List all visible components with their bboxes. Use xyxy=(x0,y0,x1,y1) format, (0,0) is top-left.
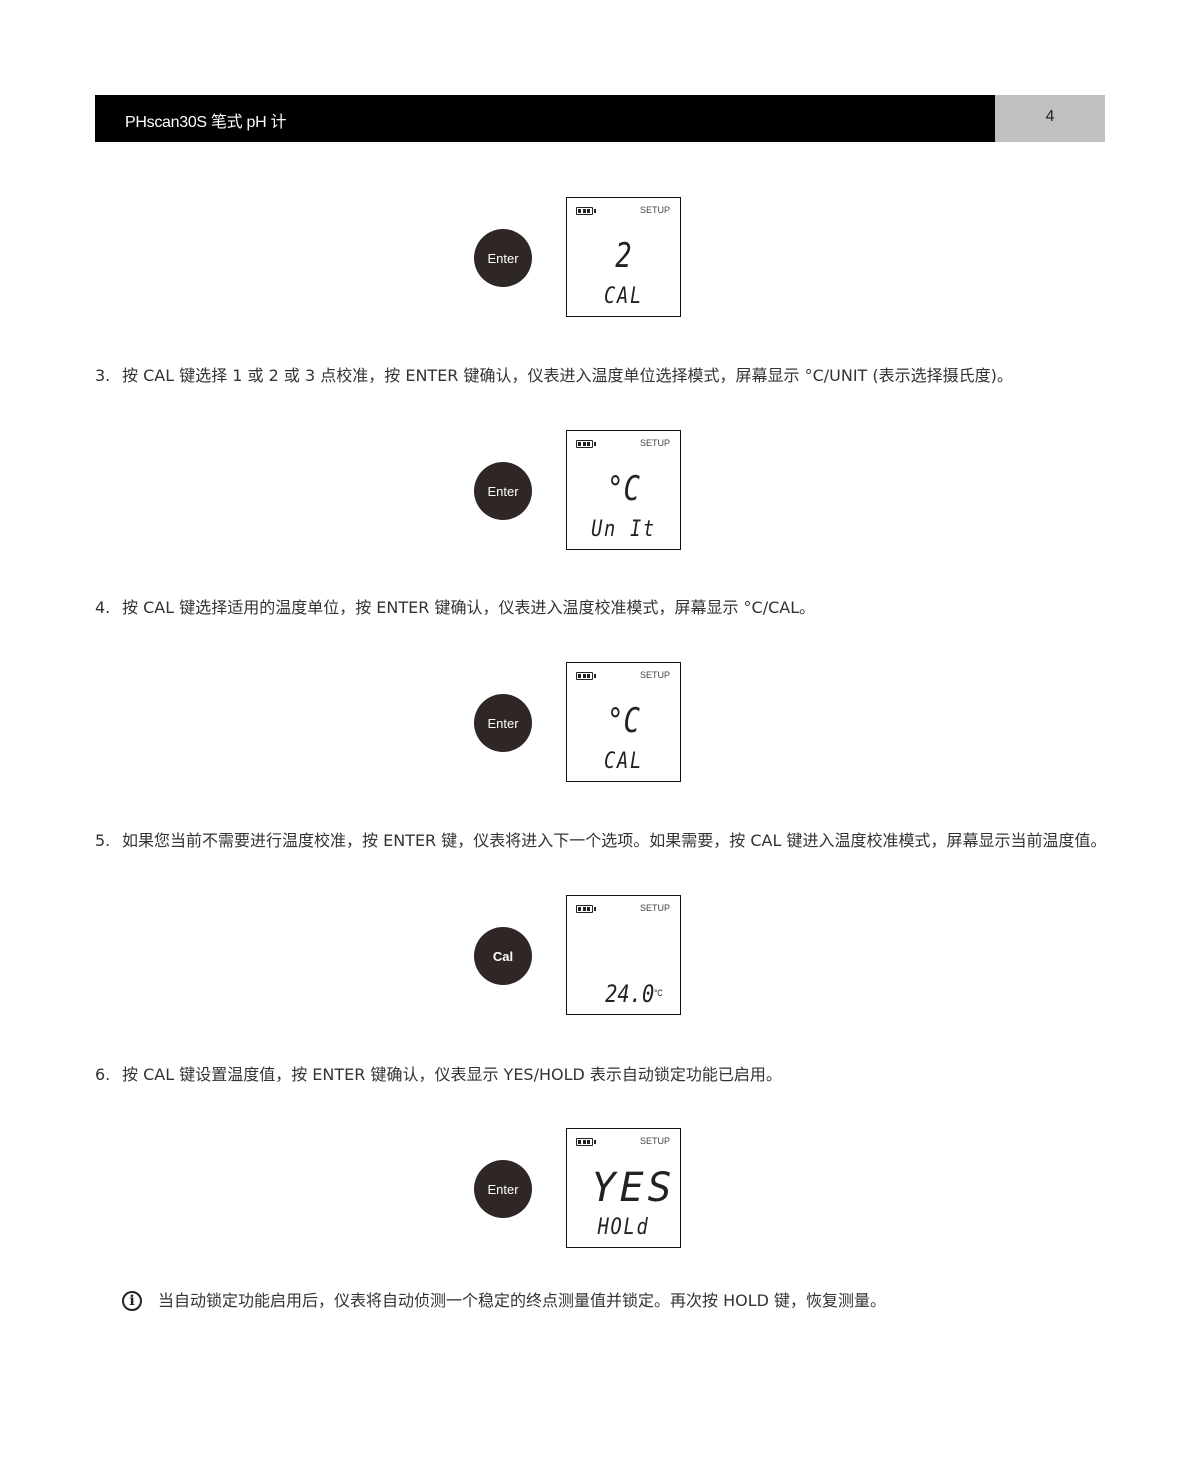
battery-icon xyxy=(576,207,596,215)
step-text: 如果您当前不需要进行温度校准，按 ENTER 键，仪表将进入下一个选项。如果需要… xyxy=(122,831,1107,850)
document-title: PHscan30S 笔式 pH 计 xyxy=(125,114,287,131)
battery-icon xyxy=(576,905,596,913)
lcd-temperature: 24.0°C xyxy=(605,980,663,1008)
step-3: 3. 按 CAL 键选择 1 或 2 或 3 点校准，按 ENTER 键确认，仪… xyxy=(95,361,1107,391)
step-text: 按 CAL 键设置温度值，按 ENTER 键确认，仪表显示 YES/HOLD 表… xyxy=(122,1065,782,1084)
note-text: 当自动锁定功能启用后，仪表将自动侦测一个稳定的终点测量值并锁定。再次按 HOLD… xyxy=(158,1291,887,1310)
figure-enter-yes-hold: Enter SETUP YES HOLd xyxy=(474,1128,684,1248)
lcd-sub-value: CAL xyxy=(604,284,643,309)
step-text: 按 CAL 键选择 1 或 2 或 3 点校准，按 ENTER 键确认，仪表进入… xyxy=(122,366,1013,385)
page-header: PHscan30S 笔式 pH 计 xyxy=(95,95,995,142)
lcd-display: SETUP YES HOLd xyxy=(566,1128,681,1248)
lcd-main-value: °C xyxy=(607,701,640,741)
step-number: 6. xyxy=(95,1065,111,1084)
enter-button-illustration: Enter xyxy=(474,229,532,287)
battery-icon xyxy=(576,1138,596,1146)
figure-enter-cal-2: Enter SETUP 2 CAL xyxy=(474,197,684,317)
figure-cal-temperature: Cal SETUP 24.0°C xyxy=(474,895,684,1015)
info-icon: i xyxy=(122,1291,142,1311)
enter-button-illustration: Enter xyxy=(474,462,532,520)
lcd-main-value: YES xyxy=(591,1165,676,1211)
lcd-display: SETUP °C CAL xyxy=(566,662,681,782)
step-number: 3. xyxy=(95,366,111,385)
enter-button-illustration: Enter xyxy=(474,1160,532,1218)
lcd-status: SETUP xyxy=(639,1136,670,1146)
lcd-display: SETUP 24.0°C xyxy=(566,895,681,1015)
lcd-status: SETUP xyxy=(639,438,670,448)
lcd-main-value: 2 xyxy=(615,236,632,276)
battery-icon xyxy=(576,440,596,448)
lcd-sub-value: HOLd xyxy=(597,1215,650,1240)
figure-enter-celsius-cal: Enter SETUP °C CAL xyxy=(474,662,684,782)
cal-button-illustration: Cal xyxy=(474,927,532,985)
lcd-display: SETUP 2 CAL xyxy=(566,197,681,317)
figure-enter-celsius-unit: Enter SETUP °C Un It xyxy=(474,430,684,550)
step-number: 4. xyxy=(95,598,111,617)
info-note: i 当自动锁定功能启用后，仪表将自动侦测一个稳定的终点测量值并锁定。再次按 HO… xyxy=(122,1286,886,1316)
lcd-status: SETUP xyxy=(639,205,670,215)
step-6: 6. 按 CAL 键设置温度值，按 ENTER 键确认，仪表显示 YES/HOL… xyxy=(95,1060,1107,1090)
lcd-main-value: °C xyxy=(607,469,640,509)
step-5: 5. 如果您当前不需要进行温度校准，按 ENTER 键，仪表将进入下一个选项。如… xyxy=(95,826,1107,856)
lcd-sub-value: CAL xyxy=(604,749,643,774)
step-text: 按 CAL 键选择适用的温度单位，按 ENTER 键确认，仪表进入温度校准模式，… xyxy=(122,598,816,617)
lcd-sub-value: Un It xyxy=(591,517,656,542)
battery-icon xyxy=(576,672,596,680)
page-number-box: 4 xyxy=(995,95,1105,142)
enter-button-illustration: Enter xyxy=(474,694,532,752)
step-number: 5. xyxy=(95,831,111,850)
page-number: 4 xyxy=(1045,108,1055,125)
step-4: 4. 按 CAL 键选择适用的温度单位，按 ENTER 键确认，仪表进入温度校准… xyxy=(95,593,1107,623)
temperature-value: 24.0 xyxy=(605,980,655,1008)
lcd-status: SETUP xyxy=(639,670,670,680)
lcd-status: SETUP xyxy=(639,903,670,913)
temperature-unit: °C xyxy=(654,988,663,998)
lcd-display: SETUP °C Un It xyxy=(566,430,681,550)
